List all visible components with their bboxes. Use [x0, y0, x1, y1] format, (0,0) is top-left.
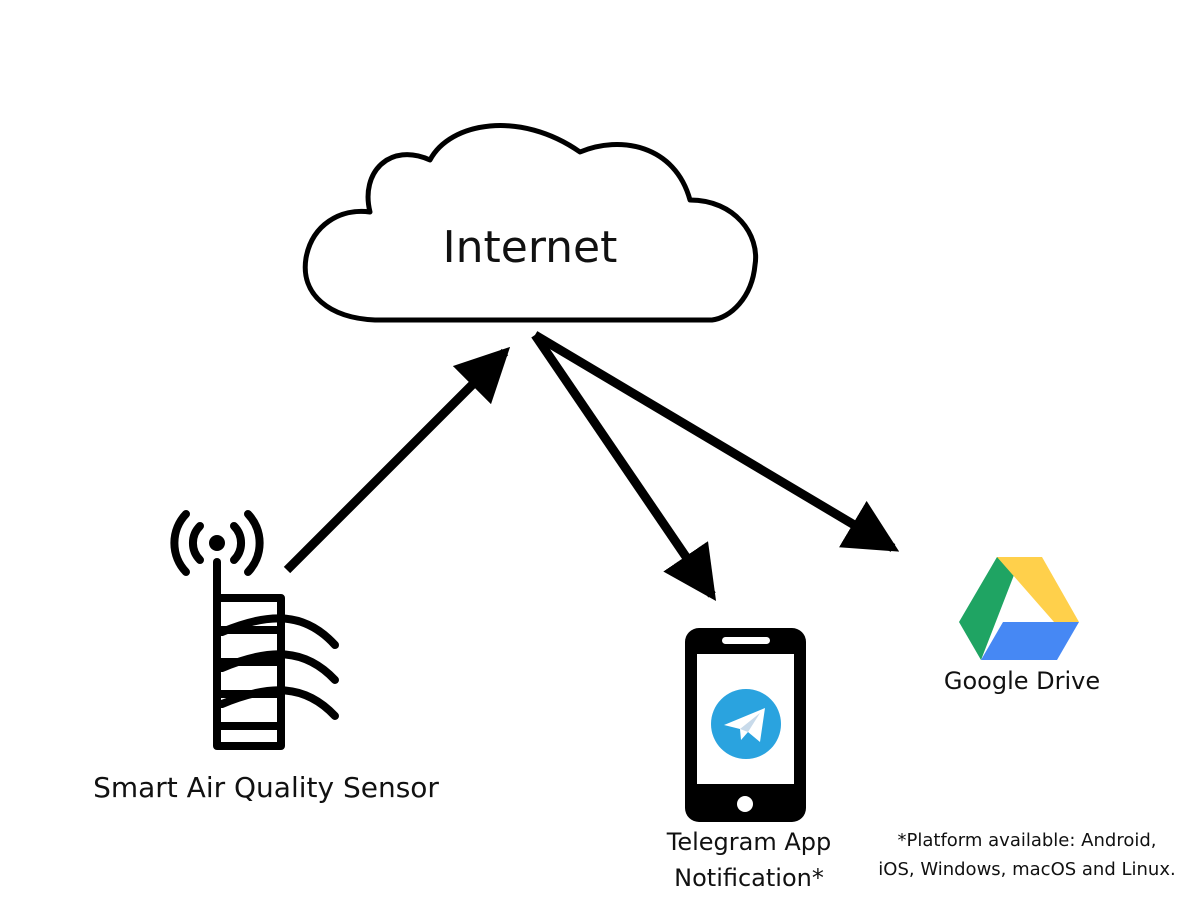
- internet-label: Internet: [443, 222, 618, 273]
- arrow-sensor-to-internet: [283, 346, 511, 574]
- platform-footnote: *Platform available: Android, iOS, Windo…: [878, 830, 1175, 880]
- internet-cloud: Internet: [302, 123, 759, 323]
- smartphone-telegram-icon: [685, 628, 806, 822]
- arrow-internet-to-telegram: [531, 332, 717, 601]
- sensor-label: Smart Air Quality Sensor: [93, 771, 439, 804]
- arrow-internet-to-drive: [532, 331, 900, 552]
- telegram-label-line2: Notification*: [674, 864, 824, 892]
- phone-home-button: [737, 796, 753, 812]
- telegram-label-line1: Telegram App: [666, 828, 831, 856]
- footnote-line2: iOS, Windows, macOS and Linux.: [878, 859, 1175, 880]
- telegram-icon: [711, 689, 781, 759]
- connections: [283, 331, 900, 601]
- phone-speaker: [722, 637, 770, 644]
- drive-yellow-segment: [997, 557, 1079, 622]
- google-drive-icon: [959, 557, 1079, 660]
- drive-node: Google Drive: [944, 557, 1100, 695]
- cloud-icon: [302, 123, 759, 323]
- drive-blue-segment: [981, 622, 1079, 660]
- air-quality-sensor-icon: [170, 510, 339, 750]
- sensor-node: Smart Air Quality Sensor: [93, 510, 439, 804]
- footnote-line1: *Platform available: Android,: [898, 830, 1157, 851]
- drive-label: Google Drive: [944, 667, 1100, 695]
- drive-green-segment: [959, 557, 1021, 660]
- telegram-node: Telegram App Notification*: [666, 628, 831, 892]
